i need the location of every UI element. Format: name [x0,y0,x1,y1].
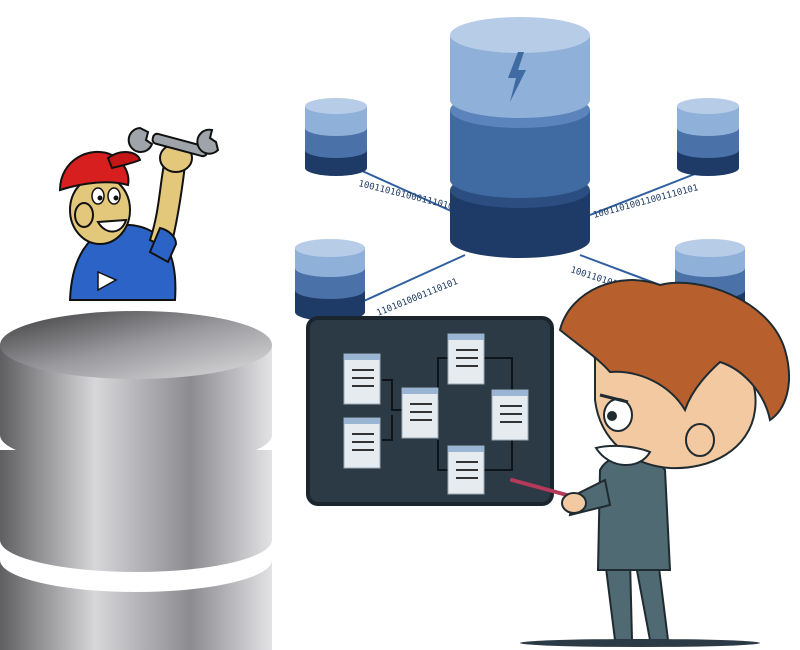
database-icon-bottom-left [295,239,365,321]
presenter-character [510,279,791,647]
schema-table-card [343,417,381,469]
schema-table-card [447,333,485,385]
database-icon-top-right [677,98,739,176]
schema-table-card [343,353,381,405]
wrench-icon [127,126,220,158]
lightning-icon [508,52,526,102]
schema-table-card [447,445,485,495]
presenter-hair [558,279,791,422]
schema-connectors [382,357,513,471]
schema-table-card [401,387,439,439]
steel-database-icon [0,311,272,650]
binary-label-top-left: 10011010100011101010 [357,179,465,215]
schema-board [306,316,554,506]
schema-table-card [491,389,529,441]
central-database-icon [450,17,590,258]
database-icon-top-left [305,98,367,176]
binary-label-bottom-left: 1101010001110101 [375,277,459,319]
binary-label-top-right: 10011010011001110101 [592,183,699,221]
mechanic-character [58,126,220,301]
